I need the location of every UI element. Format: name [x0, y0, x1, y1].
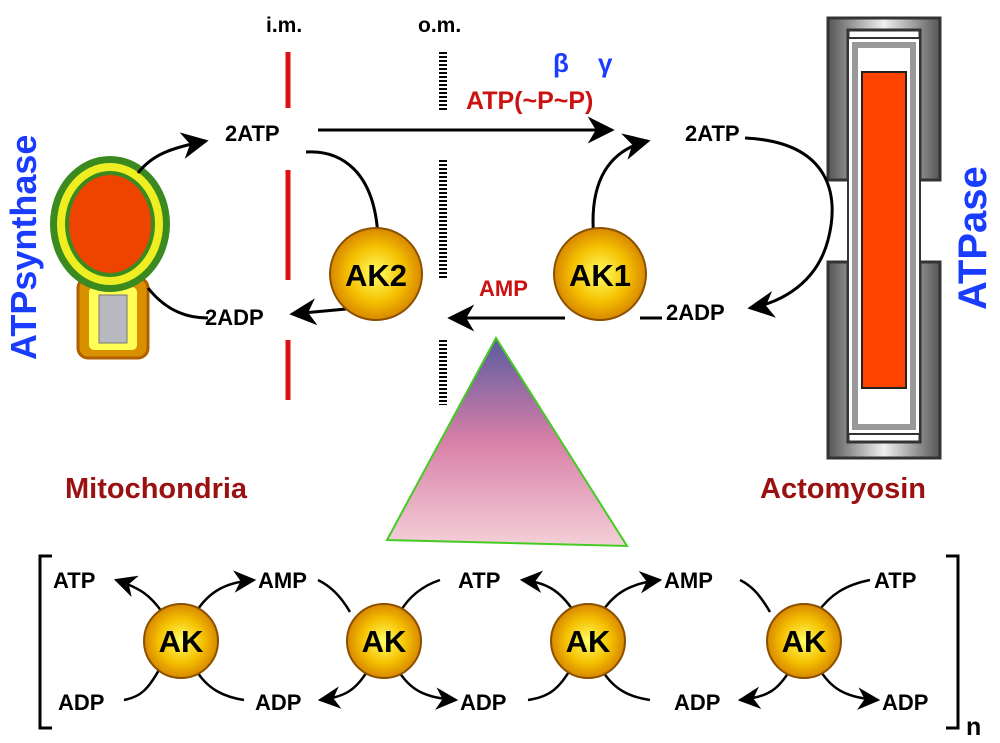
ak1-label: AK1: [569, 258, 631, 293]
chain-top-label: ATP: [458, 568, 500, 593]
chain-bottom-label: ADP: [58, 690, 104, 715]
chain-ak-node: AK: [346, 603, 422, 679]
atp-synthase-icon: [50, 156, 170, 360]
atpase-label: ATPase: [951, 166, 995, 310]
chain-top-label: AMP: [258, 568, 307, 593]
ak1-node: AK1: [553, 227, 647, 321]
ak-label: AK: [362, 624, 407, 659]
inner-membrane-label: i.m.: [266, 14, 302, 37]
chain-bottom-label: ADP: [460, 690, 506, 715]
adp-right-label: 2ADP: [666, 300, 725, 325]
chain-top-label: ATP: [53, 568, 95, 593]
zoom-triangle: [385, 336, 629, 548]
atp-synthase-label: ATPsynthase: [3, 135, 44, 360]
ak2-label: AK2: [345, 258, 407, 293]
ak-label: AK: [566, 624, 611, 659]
chain-arrows: [113, 570, 881, 710]
atp-chain-label: ATP(~P~P): [466, 87, 593, 115]
atp-right-label: 2ATP: [685, 121, 740, 146]
amp-label: AMP: [479, 276, 528, 301]
chain-bracket: [38, 554, 960, 730]
actomyosin-atpase-icon: [826, 16, 942, 460]
outer-membrane-label: o.m.: [418, 14, 461, 37]
chain-top-label: AMP: [664, 568, 713, 593]
mitochondria-label: Mitochondria: [65, 473, 248, 505]
ak-label: AK: [782, 624, 827, 659]
chain-ak-node: AK: [766, 603, 842, 679]
ak-label: AK: [159, 624, 204, 659]
beta-phosphate-label: β: [553, 48, 569, 78]
chain-repeat-n: n: [966, 713, 981, 741]
atp-left-label: 2ATP: [225, 121, 280, 146]
chain-ak-node: AK: [550, 603, 626, 679]
chain-bottom-label: ADP: [674, 690, 720, 715]
chain-top-label: ATP: [874, 568, 916, 593]
gamma-phosphate-label: γ: [598, 48, 613, 78]
chain-bottom-label: ADP: [882, 690, 928, 715]
ak2-node: AK2: [329, 227, 423, 321]
chain-ak-node: AK: [143, 603, 219, 679]
adp-left-label: 2ADP: [205, 305, 264, 330]
actomyosin-label: Actomyosin: [760, 473, 926, 505]
chain-bottom-label: ADP: [255, 690, 301, 715]
